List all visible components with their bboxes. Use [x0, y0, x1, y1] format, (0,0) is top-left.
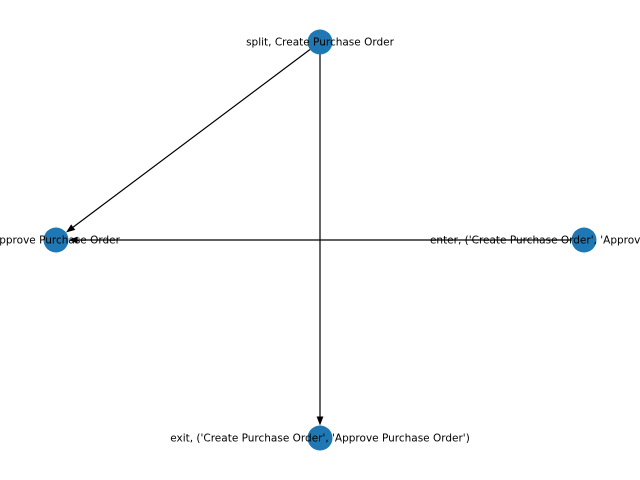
node-enter — [571, 227, 597, 253]
nodes-layer — [43, 29, 597, 451]
edge-line — [72, 49, 311, 228]
node-label-exit: exit, ('Create Purchase Order', 'Approve… — [170, 433, 470, 445]
node-exit — [307, 425, 333, 451]
node-approve — [43, 227, 69, 253]
node-label-enter: enter, ('Create Purchase Order', 'Approv… — [430, 235, 640, 247]
node-label-split: split, Create Purchase Order — [246, 37, 395, 49]
arrow-head-icon — [68, 236, 78, 244]
edge-split-to-exit — [316, 54, 324, 426]
arrow-head-icon — [316, 416, 324, 426]
edge-split-to-approve — [66, 49, 311, 233]
arrow-head-icon — [66, 224, 76, 233]
node-label-approve: Approve Purchase Order — [0, 235, 121, 247]
node-split — [307, 29, 333, 55]
edge-enter-to-approve — [68, 236, 572, 244]
edges-layer — [66, 49, 572, 426]
